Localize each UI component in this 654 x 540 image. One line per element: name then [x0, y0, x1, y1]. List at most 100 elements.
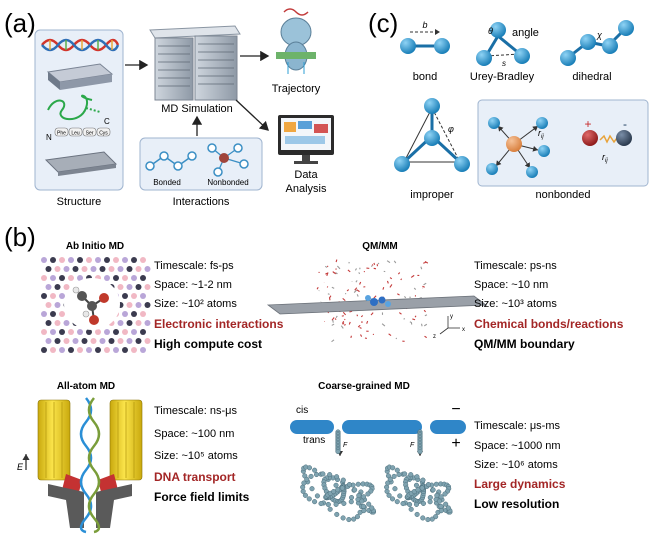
- solvent-molecule: [356, 294, 359, 297]
- solvent-molecule: [354, 287, 358, 291]
- arrow-md-to-analysis: [235, 99, 269, 131]
- dihedral-label: dihedral: [572, 71, 611, 83]
- lattice-atom: [113, 347, 119, 353]
- lattice-atom: [90, 338, 97, 344]
- polymer-bead: [394, 467, 400, 473]
- abinitio-highlight: Electronic interactions: [154, 317, 284, 331]
- dna-strand-icon: [79, 397, 101, 534]
- qmmm-title: QM/MM: [362, 241, 398, 252]
- solvent-molecule: [331, 286, 335, 289]
- polymer-bead: [443, 501, 449, 507]
- polymer-bead: [334, 511, 340, 517]
- solvent-molecule: [388, 333, 392, 336]
- lattice-atom: [140, 311, 146, 317]
- polymer-bead: [331, 489, 337, 495]
- qmmm-limit: QM/MM boundary: [474, 337, 575, 351]
- qmmm-space: Space: ~10 nm: [474, 279, 548, 291]
- solvent-molecule: [332, 319, 334, 323]
- membrane-segment-right: [430, 420, 466, 434]
- solvent-molecule: [400, 278, 403, 281]
- polymer-bead: [335, 448, 341, 455]
- solvent-molecule: [424, 261, 429, 264]
- abinitio-space: Space: ~1-2 nm: [154, 279, 232, 291]
- lattice-atom: [81, 338, 88, 344]
- lattice-atom: [135, 302, 142, 308]
- polymer-bead: [394, 499, 400, 505]
- solvent-molecule: [403, 318, 406, 320]
- solvent-molecule: [423, 309, 427, 313]
- polymer-bead: [335, 487, 341, 493]
- polymer-bead: [407, 501, 413, 508]
- nonbonded-label-a: Nonbonded: [207, 178, 248, 187]
- cg-image: cis trans − + F F: [290, 401, 466, 523]
- sequence-c-label: C: [104, 117, 110, 126]
- sequence-n-label: N: [46, 133, 52, 142]
- polymer-bead: [355, 481, 361, 487]
- lattice-atom: [108, 266, 115, 272]
- solvent-molecule: [377, 262, 380, 265]
- monitor-icon: [278, 115, 334, 164]
- cg-polymer-beads: [300, 429, 453, 523]
- polymer-bead: [389, 496, 396, 502]
- solvent-molecule: [347, 269, 351, 273]
- panel-b: (b) Ab Initio MD Timescale: fs-ps Space:…: [4, 222, 624, 534]
- polymer-bead: [348, 495, 355, 501]
- polymer-bead: [414, 474, 420, 480]
- solvent-molecule: [360, 334, 363, 337]
- polymer-bead: [333, 482, 339, 488]
- solvent-molecule: [420, 266, 423, 270]
- force-label-left: F: [343, 442, 348, 449]
- solvent-molecule: [412, 318, 416, 321]
- data-analysis-label-line2: Analysis: [286, 183, 327, 195]
- lattice-atom: [50, 311, 56, 317]
- polymer-bead: [402, 471, 408, 477]
- solvent-molecule: [413, 287, 417, 290]
- lattice-atom: [90, 266, 97, 272]
- polymer-bead: [384, 488, 390, 494]
- lattice-atom: [68, 257, 74, 263]
- polymer-bead: [384, 484, 390, 490]
- lattice-atom: [135, 320, 142, 326]
- polymer-bead: [300, 488, 306, 494]
- cg-timescale: Timescale: μs-ms: [474, 420, 560, 432]
- lattice-atom: [144, 302, 151, 308]
- solvent-molecule: [335, 259, 338, 263]
- solvent-molecule: [393, 260, 397, 264]
- solvent-molecule: [342, 311, 347, 316]
- solvent-molecule: [424, 335, 427, 339]
- solvent-molecule: [389, 284, 393, 288]
- nanopore-image: E: [17, 397, 143, 534]
- lattice-atom: [108, 338, 115, 344]
- solvent-molecule: [344, 318, 346, 321]
- minus-charge-sign: -: [623, 117, 627, 131]
- md-simulation-label: MD Simulation: [161, 103, 233, 115]
- lattice-atom: [113, 329, 119, 335]
- layered-material-icon: [46, 63, 114, 90]
- lattice-atom: [113, 275, 119, 281]
- polymer-bead: [306, 465, 313, 471]
- lattice-atom: [50, 275, 56, 281]
- lattice-atom: [72, 338, 79, 344]
- panel-a-letter: (a): [4, 8, 36, 38]
- polymer-bead: [419, 485, 425, 491]
- solvent-molecule: [414, 315, 417, 318]
- lattice-atom: [122, 311, 128, 317]
- polymer-bead: [327, 472, 333, 478]
- rij-symbol-1: rij: [538, 128, 544, 140]
- polymer-bead: [351, 516, 357, 522]
- solvent-molecule: [373, 295, 377, 299]
- polymer-bead: [397, 493, 403, 499]
- polymer-bead: [427, 495, 433, 501]
- lattice-atom: [63, 320, 70, 326]
- lattice-atom: [77, 329, 83, 335]
- lattice-atom: [41, 257, 47, 263]
- solvent-molecule: [389, 277, 393, 280]
- lattice-atom: [77, 275, 83, 281]
- cg-plus-sign: +: [451, 435, 460, 452]
- solvent-molecule: [328, 295, 332, 299]
- cis-label: cis: [296, 405, 308, 416]
- lattice-atom: [59, 293, 65, 299]
- solvent-molecule: [397, 272, 401, 275]
- nonbonded-label-c: nonbonded: [535, 189, 590, 201]
- polymer-bead: [361, 494, 367, 500]
